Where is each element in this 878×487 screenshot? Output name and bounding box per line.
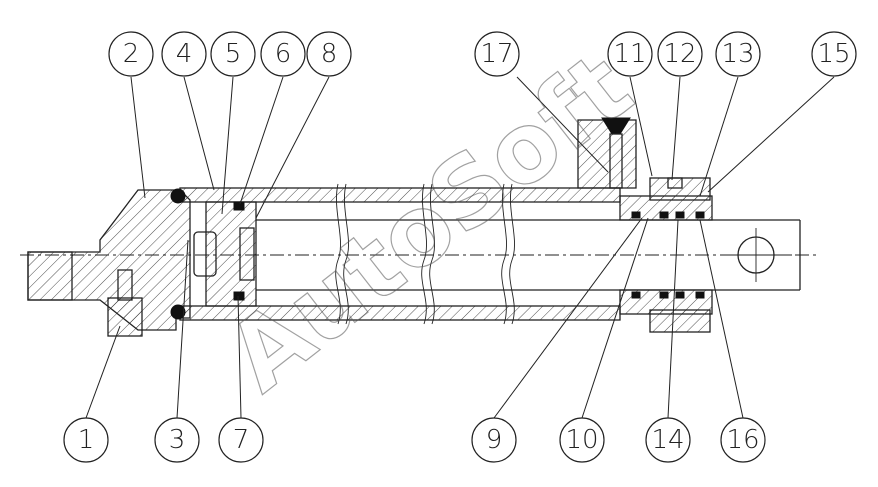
balloon-11: 11 <box>607 31 653 77</box>
end-cap-oring-top <box>170 188 186 204</box>
svg-text:13: 13 <box>721 39 754 69</box>
rod-seal-2 <box>659 211 669 219</box>
balloon-4: 4 <box>161 31 207 77</box>
clevis-boss <box>27 251 73 301</box>
balloon-15: 15 <box>811 31 857 77</box>
piston-nut <box>193 231 217 277</box>
cylinder-body <box>20 117 816 337</box>
rod-seal-1 <box>631 211 641 219</box>
piston-seal-bottom <box>233 291 245 301</box>
svg-text:12: 12 <box>663 39 696 69</box>
svg-text:6: 6 <box>275 39 292 69</box>
balloon-5: 5 <box>210 31 256 77</box>
gland-nut-bottom <box>649 309 711 333</box>
svg-text:9: 9 <box>486 425 503 455</box>
leader-lines <box>85 76 835 419</box>
svg-text:10: 10 <box>565 425 598 455</box>
svg-text:15: 15 <box>817 39 850 69</box>
svg-text:2: 2 <box>123 39 140 69</box>
piston-seal-top <box>233 201 245 211</box>
svg-text:17: 17 <box>480 39 513 69</box>
rod-seal-3 <box>675 211 685 219</box>
balloon-16: 16 <box>720 417 766 463</box>
rod-seal-4 <box>695 211 705 219</box>
svg-text:11: 11 <box>613 39 646 69</box>
svg-text:3: 3 <box>169 425 186 455</box>
balloon-13: 13 <box>715 31 761 77</box>
balloon-1: 1 <box>63 417 109 463</box>
end-cap-oring-bottom <box>170 304 186 320</box>
break-line-1 <box>335 183 341 325</box>
balloon-6: 6 <box>260 31 306 77</box>
balloon-17: 17 <box>474 31 520 77</box>
balloon-3: 3 <box>154 417 200 463</box>
balloon-14: 14 <box>645 417 691 463</box>
watermark-text: AutoSoft <box>207 31 652 413</box>
balloon-12: 12 <box>657 31 703 77</box>
balloon-10: 10 <box>559 417 605 463</box>
break-line-2 <box>421 183 427 325</box>
gland-nut-top <box>649 177 711 201</box>
grease-fitting <box>107 297 143 337</box>
svg-text:8: 8 <box>321 39 338 69</box>
fitting-stem <box>117 269 133 301</box>
balloon-8: 8 <box>306 31 352 77</box>
break-line-3 <box>501 183 507 325</box>
svg-text:14: 14 <box>651 425 684 455</box>
svg-text:5: 5 <box>225 39 242 69</box>
snap-ring <box>667 177 683 189</box>
balloon-7: 7 <box>218 417 264 463</box>
balloon-9: 9 <box>471 417 517 463</box>
svg-text:16: 16 <box>726 425 759 455</box>
svg-text:7: 7 <box>233 425 250 455</box>
piston <box>205 201 257 307</box>
svg-text:4: 4 <box>176 39 193 69</box>
svg-text:1: 1 <box>78 425 95 455</box>
balloon-2: 2 <box>108 31 154 77</box>
